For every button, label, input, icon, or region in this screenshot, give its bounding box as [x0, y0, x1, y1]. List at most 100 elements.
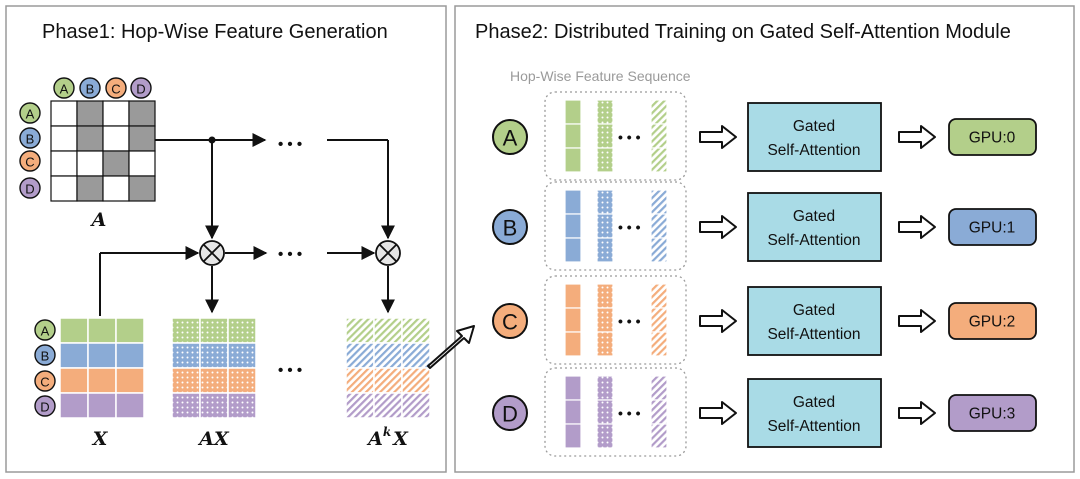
matrix-cell-2-1	[76, 150, 104, 177]
adjacency-matrix-label: A	[90, 209, 107, 231]
matrix-cell-0-2	[102, 100, 130, 127]
feature-row-node-d-letter: D	[40, 400, 49, 415]
feature-akx-cell-c-1	[373, 367, 403, 394]
feature-row-node-a-circle	[34, 319, 56, 341]
matrix-cell-0-0	[50, 100, 78, 127]
phase2-panel	[454, 5, 1075, 473]
matrix-cell-1-3	[128, 125, 156, 152]
matrix-cell-1-0	[50, 125, 78, 152]
module-label-line1-b: Gated	[793, 208, 835, 225]
feature-akx-cell-d-0	[345, 392, 375, 419]
phase1-title: Phase1: Hop-Wise Feature Generation	[42, 21, 388, 43]
gpu-label-c: GPU:2	[969, 314, 1016, 331]
matrix-cell-3-0	[50, 175, 78, 202]
matrix-cell-3-1	[76, 175, 104, 202]
feature-akx-cell-b-0	[345, 342, 375, 369]
sequence-box-b	[544, 181, 687, 271]
feature-ax-cell-d-0	[171, 392, 201, 419]
sequence-bar-c-1-0	[596, 283, 614, 309]
module-label-line1-d: Gated	[793, 394, 835, 411]
sequence-bar-a-0-1	[564, 123, 582, 149]
matrix-cell-0-3	[128, 100, 156, 127]
sequence-ellipsis-c: • • •	[618, 313, 641, 329]
matrix-row-node-b-letter: B	[26, 132, 35, 147]
multiply-node-2-stroke2	[379, 244, 397, 262]
arrow-to-module-c	[699, 309, 737, 333]
arrow-to-module-a	[699, 125, 737, 149]
sequence-label: Hop-Wise Feature Sequence	[510, 68, 691, 84]
node-a-circle	[492, 119, 528, 155]
feature-row-node-d-circle	[34, 395, 56, 417]
phase2-title: Phase2: Distributed Training on Gated Se…	[475, 21, 1011, 43]
module-label-line2-a: Self-Attention	[767, 142, 860, 159]
sequence-bar-b-1-2	[596, 237, 614, 263]
sequence-bar-d-1-2	[596, 423, 614, 449]
sequence-box-a	[544, 91, 687, 181]
matrix-row-node-a-circle	[19, 102, 41, 124]
matrix-cell-1-2	[102, 125, 130, 152]
phase1-panel	[5, 5, 447, 473]
feature-ax-cell-c-1	[199, 367, 229, 394]
feature-row-node-d: D	[34, 395, 56, 417]
matrix-row-node-c-letter: C	[25, 155, 34, 170]
gpu-label-b: GPU:1	[969, 220, 1016, 237]
matrix-row-node-d: D	[19, 177, 41, 199]
sequence-bar-d-0-2	[564, 423, 582, 449]
module-box-c	[747, 286, 882, 356]
gpu-label-d: GPU:3	[969, 406, 1016, 423]
matrix-row-node-d-letter: D	[25, 182, 34, 197]
feature-x-cell-d-0	[59, 392, 89, 419]
matrix-cell-2-3	[128, 150, 156, 177]
matrix-cell-3-2	[102, 175, 130, 202]
sequence-bar-d-1-1	[596, 399, 614, 425]
feature-ax-cell-a-2	[227, 317, 257, 344]
feature-row-node-c-circle	[34, 370, 56, 392]
sequence-bar-b-2-0	[650, 189, 668, 215]
matrix-row-node-d-circle	[19, 177, 41, 199]
feature-ax-cell-d-2	[227, 392, 257, 419]
feature-row-node-c-letter: C	[40, 375, 49, 390]
sequence-bar-b-1-0	[596, 189, 614, 215]
matrix-col-node-a: A	[53, 77, 75, 99]
sequence-box-d	[544, 367, 687, 457]
node-d-letter: D	[502, 402, 518, 427]
matrix-row-node-a-letter: A	[26, 107, 35, 122]
feature-ax-cell-d-1	[199, 392, 229, 419]
feature-row-node-b-circle	[34, 344, 56, 366]
sequence-bar-c-0-0	[564, 283, 582, 309]
feature-x-cell-d-1	[87, 392, 117, 419]
node-d-circle	[492, 395, 528, 431]
matrix-row-node-b: B	[19, 127, 41, 149]
feature-akx-cell-a-2	[401, 317, 431, 344]
module-label-line1-c: Gated	[793, 302, 835, 319]
module-box-b	[747, 192, 882, 262]
feature-ax-cell-a-1	[199, 317, 229, 344]
arrow-to-module-d	[699, 401, 737, 425]
matrix-col-node-c-letter: C	[111, 82, 120, 97]
feature-ax-cell-c-2	[227, 367, 257, 394]
arrow-to-gpu-d	[898, 401, 936, 425]
sequence-bar-d-2-2	[650, 423, 668, 449]
feature-x-cell-a-0	[59, 317, 89, 344]
matrix-col-node-b-circle	[79, 77, 101, 99]
sequence-bar-b-2-2	[650, 237, 668, 263]
sequence-bar-b-0-2	[564, 237, 582, 263]
node-a: A	[492, 119, 528, 155]
sequence-bar-d-0-1	[564, 399, 582, 425]
feature-akx-cell-c-2	[401, 367, 431, 394]
sequence-bar-a-0-0	[564, 99, 582, 125]
module-box-d	[747, 378, 882, 448]
matrix-col-node-d-letter: D	[136, 82, 145, 97]
sequence-bar-c-0-2	[564, 331, 582, 357]
module-label-line2-d: Self-Attention	[767, 418, 860, 435]
node-b-letter: B	[503, 216, 518, 241]
feature-ax-cell-a-0	[171, 317, 201, 344]
matrix-row-node-a: A	[19, 102, 41, 124]
sequence-ellipsis-d: • • •	[618, 405, 641, 421]
feature-x-cell-a-2	[115, 317, 145, 344]
arrow-to-gpu-a	[898, 125, 936, 149]
feature-ax-cell-b-2	[227, 342, 257, 369]
node-c-circle	[492, 303, 528, 339]
node-c-letter: C	[502, 310, 518, 335]
